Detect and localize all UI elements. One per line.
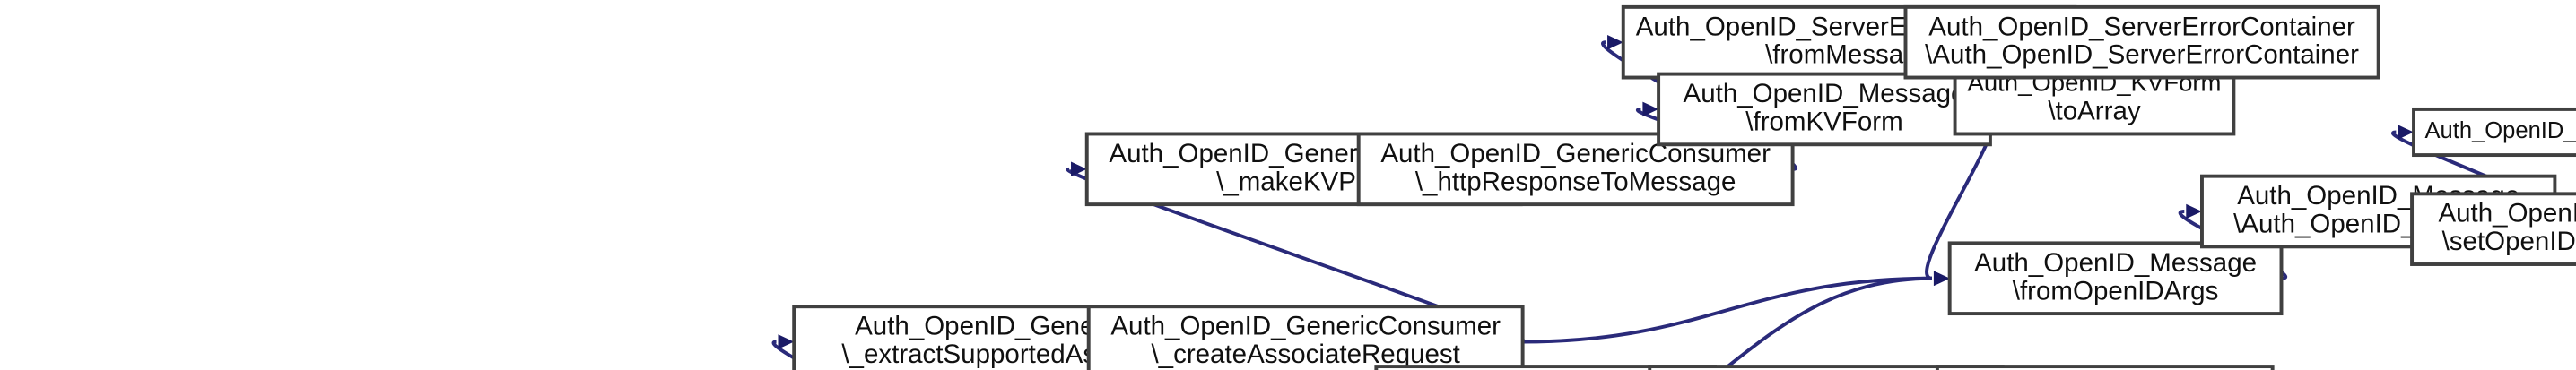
- graph-edge-extractassoc-to-msgfromopenidargs: [1720, 271, 1950, 370]
- graph-edge-negotiateassoc-to-extractsupported: [771, 334, 820, 370]
- node-box: [1086, 305, 1525, 370]
- edge-line: [1522, 276, 1933, 344]
- arrowhead-icon: [1642, 101, 1659, 117]
- node-label: \fromOpenIDArgs: [2013, 276, 2219, 305]
- node-label: Auth_OpenID_Message: [2438, 199, 2576, 228]
- graph-node-setnamespace[interactable]: Auth_OpenID_Message\setOpenIDNamespace: [2410, 192, 2576, 266]
- node-box: [1947, 241, 2284, 316]
- node-box: [2410, 192, 2576, 266]
- node-label: \_createAssociateRequest: [1151, 340, 1459, 369]
- node-box: [1935, 365, 2275, 370]
- node-box: [1374, 365, 1718, 370]
- arrowhead-icon: [778, 334, 795, 349]
- graph-node-assocctor[interactable]: Auth_OpenID_Association\Auth_OpenID_Asso…: [1648, 365, 2005, 370]
- node-box: [2412, 107, 2576, 158]
- arrowhead-icon: [1933, 271, 1950, 286]
- graph-node-isopenid1[interactable]: Auth_OpenID_isOpenID1: [2412, 107, 2576, 158]
- node-label: Auth_OpenID_Message: [1684, 79, 1966, 108]
- graph-node-servererrctor[interactable]: Auth_OpenID_ServerErrorContainer\Auth_Op…: [1903, 4, 2380, 80]
- node-label: Auth_OpenID_GenericConsumer: [1110, 312, 1501, 341]
- node-label: Auth_OpenID_ServerErrorContainer: [1928, 12, 2355, 41]
- graph-node-assocfromexpires[interactable]: Auth_OpenID_Association\fromExpiresIn: [1374, 365, 1718, 370]
- graph-node-msgfromopenidargs[interactable]: Auth_OpenID_Message\fromOpenIDArgs: [1947, 241, 2284, 316]
- node-label: \fromKVForm: [1745, 107, 1902, 136]
- node-box: [1648, 365, 2005, 370]
- node-label: \toArray: [2048, 97, 2141, 126]
- node-layer: Auth_OpenID_GenericConsumer\beginAuth_Op…: [792, 4, 2576, 370]
- graph-node-msgfromkvform[interactable]: Auth_OpenID_Message\fromKVForm: [1657, 72, 1992, 147]
- arrowhead-icon: [1071, 161, 1087, 177]
- node-label: Auth_OpenID_Message: [1974, 248, 2257, 278]
- graph-node-getsupportedtypes[interactable]: Auth_OpenID_getSupportedAssociationTypes: [1935, 365, 2275, 370]
- node-label: \setOpenIDNamespace: [2442, 227, 2576, 256]
- node-label: \Auth_OpenID_ServerErrorContainer: [1925, 40, 2359, 70]
- edge-line: [771, 340, 820, 370]
- graph-node-createassocreq[interactable]: Auth_OpenID_GenericConsumer\_createAssoc…: [1086, 305, 1525, 370]
- node-label: Auth_OpenID_isOpenID1: [2425, 118, 2576, 143]
- arrowhead-icon: [2398, 125, 2415, 140]
- arrowhead-icon: [2186, 203, 2202, 219]
- node-label: \_httpResponseToMessage: [1415, 167, 1736, 196]
- node-box: [1657, 72, 1992, 147]
- arrowhead-icon: [1607, 34, 1623, 50]
- node-box: [1903, 4, 2380, 80]
- edge-line: [1720, 276, 1933, 370]
